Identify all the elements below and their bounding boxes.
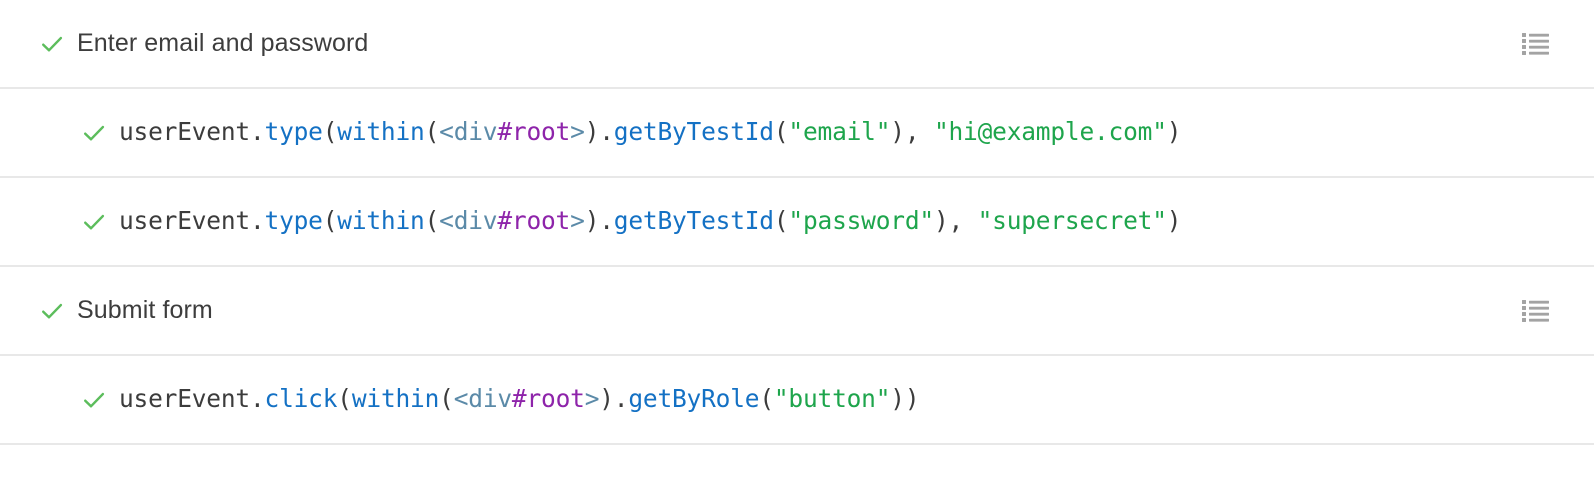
code-token-id: #root (497, 117, 571, 147)
test-step-row[interactable]: userEvent.click(within(<div#root>).getBy… (0, 356, 1594, 445)
test-step-code: userEvent.type(within(<div#root>).getByT… (119, 117, 1182, 147)
code-token-fn: within (337, 117, 425, 147)
code-token-fn: getByRole (628, 384, 760, 414)
check-icon (38, 30, 66, 58)
code-token-punc: ) (1166, 206, 1182, 236)
code-token-punc: )) (890, 384, 920, 414)
code-token-punc: . (249, 206, 265, 236)
code-token-punc: . (249, 384, 265, 414)
code-token-tag: > (570, 117, 585, 147)
code-token-fn: getByTestId (613, 206, 774, 236)
code-token-id: #root (497, 206, 571, 236)
code-token-tag: <div (439, 117, 498, 147)
code-token-str: "password" (788, 206, 934, 236)
code-token-punc: ). (584, 206, 614, 236)
code-token-punc: ). (599, 384, 629, 414)
code-token-punc: ( (424, 206, 440, 236)
code-token-fn: within (351, 384, 440, 414)
check-icon (80, 386, 108, 414)
code-token-tag: > (570, 206, 585, 236)
test-step-row[interactable]: userEvent.type(within(<div#root>).getByT… (0, 178, 1594, 267)
suite-row[interactable]: Enter email and password (0, 0, 1594, 89)
code-token-id: #root (511, 384, 585, 414)
code-token-punc: ) (1166, 117, 1182, 147)
code-token-obj: userEvent (119, 384, 250, 414)
test-step-row[interactable]: userEvent.type(within(<div#root>).getByT… (0, 89, 1594, 178)
code-token-obj: userEvent (119, 117, 250, 147)
code-token-tag: <div (453, 384, 512, 414)
test-step-code: userEvent.click(within(<div#root>).getBy… (119, 384, 920, 414)
code-token-punc: ( (759, 384, 774, 414)
suite-row[interactable]: Submit form (0, 267, 1594, 356)
code-token-punc: ), (890, 117, 934, 147)
code-token-punc: ( (773, 206, 789, 236)
code-token-fn: type (264, 117, 323, 147)
code-token-punc: . (249, 117, 265, 147)
code-token-tag: <div (439, 206, 498, 236)
suite-title: Enter email and password (77, 29, 369, 57)
code-token-fn: click (264, 384, 338, 414)
code-token-str: "button" (773, 384, 891, 414)
check-icon (38, 297, 66, 325)
check-icon (80, 119, 108, 147)
code-token-tag: > (584, 384, 600, 414)
code-token-punc: ( (439, 384, 454, 414)
code-token-fn: within (337, 206, 425, 236)
code-token-punc: ( (773, 117, 789, 147)
suite-title: Submit form (77, 296, 213, 324)
code-token-fn: getByTestId (613, 117, 774, 147)
code-token-str: "email" (788, 117, 891, 147)
list-view-icon[interactable] (1522, 299, 1549, 322)
code-token-punc: ). (584, 117, 614, 147)
test-step-code: userEvent.type(within(<div#root>).getByT… (119, 206, 1182, 236)
code-token-punc: ( (337, 384, 352, 414)
code-token-punc: ( (424, 117, 440, 147)
code-token-fn: type (264, 206, 323, 236)
code-token-punc: ), (933, 206, 978, 236)
code-token-str: "hi@example.com" (933, 117, 1167, 147)
code-token-str: "supersecret" (977, 206, 1167, 236)
check-icon (80, 208, 108, 236)
code-token-punc: ( (322, 206, 338, 236)
list-view-icon[interactable] (1522, 32, 1549, 55)
code-token-obj: userEvent (119, 206, 250, 236)
code-token-punc: ( (322, 117, 338, 147)
